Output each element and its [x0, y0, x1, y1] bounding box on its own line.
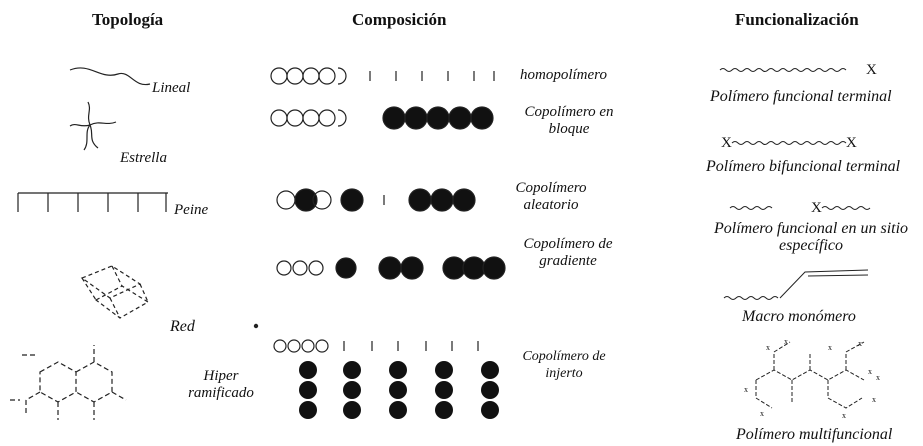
comb-polymer-icon	[17, 192, 168, 212]
homopolymer-chain	[270, 67, 495, 85]
block-copolymer-chain	[270, 106, 494, 130]
functionalization-header: Funcionalización	[735, 10, 859, 29]
random-copolymer-chain	[276, 188, 476, 212]
linear-chain-icon	[69, 67, 151, 86]
label-random-copolymer: Copolímero aleatorio	[515, 180, 587, 213]
label-comb: Peine	[174, 202, 209, 218]
multifunctional-polymer-icon	[755, 341, 865, 409]
group-x-middle: X	[811, 200, 822, 216]
label-gradient-copolymer: Copolímero de gradiente	[523, 236, 613, 269]
hyperbranched-polymer-icon	[10, 345, 127, 420]
svg-text:x: x	[766, 343, 770, 352]
star-polymer-icon	[69, 101, 117, 151]
label-star: Estrella	[120, 150, 167, 166]
label-bifunctional: Polímero bifuncional terminal	[706, 158, 901, 175]
group-x-left: X	[721, 135, 732, 151]
svg-text:x: x	[760, 409, 764, 418]
label-block-copolymer: Copolímero en bloque	[524, 104, 614, 137]
svg-text:x: x	[858, 339, 862, 348]
wavy-chains	[719, 68, 871, 300]
label-site-specific: Polímero funcional en un sitio específic…	[713, 220, 909, 254]
macromonomer-chain	[723, 296, 779, 300]
svg-text:x: x	[876, 373, 880, 382]
bifunctional-chain	[731, 141, 847, 145]
label-linear: Lineal	[152, 80, 191, 96]
svg-text:x: x	[784, 337, 788, 346]
label-hyperbranched: Hiper ramificado	[188, 368, 254, 401]
label-graft-copolymer: Copolímero de injerto	[522, 349, 606, 381]
label-macromonomer: Macro monómero	[742, 308, 856, 325]
svg-text:x: x	[744, 385, 748, 394]
stray-dot	[253, 323, 259, 329]
label-network: Red	[170, 318, 195, 335]
label-homopolymer: homopolímero	[520, 67, 607, 83]
svg-text:x: x	[872, 395, 876, 404]
svg-text:x: x	[842, 411, 846, 420]
group-x-end: X	[866, 62, 877, 78]
composition-header: Composición	[352, 10, 447, 29]
topology-header: Topología	[92, 10, 164, 29]
label-end-functional: Polímero funcional terminal	[710, 88, 892, 105]
label-multifunctional: Polímero multifuncional	[736, 426, 893, 443]
svg-text:x: x	[868, 367, 872, 376]
network-polymer-icon	[80, 265, 150, 319]
site-specific-chain-left	[729, 206, 773, 210]
group-x-right: X	[846, 135, 857, 151]
gradient-copolymer-chain	[276, 256, 506, 280]
graft-copolymer-chain	[273, 339, 499, 419]
end-functional-chain	[719, 68, 847, 72]
svg-text:x: x	[828, 343, 832, 352]
site-specific-chain-right	[821, 206, 871, 210]
